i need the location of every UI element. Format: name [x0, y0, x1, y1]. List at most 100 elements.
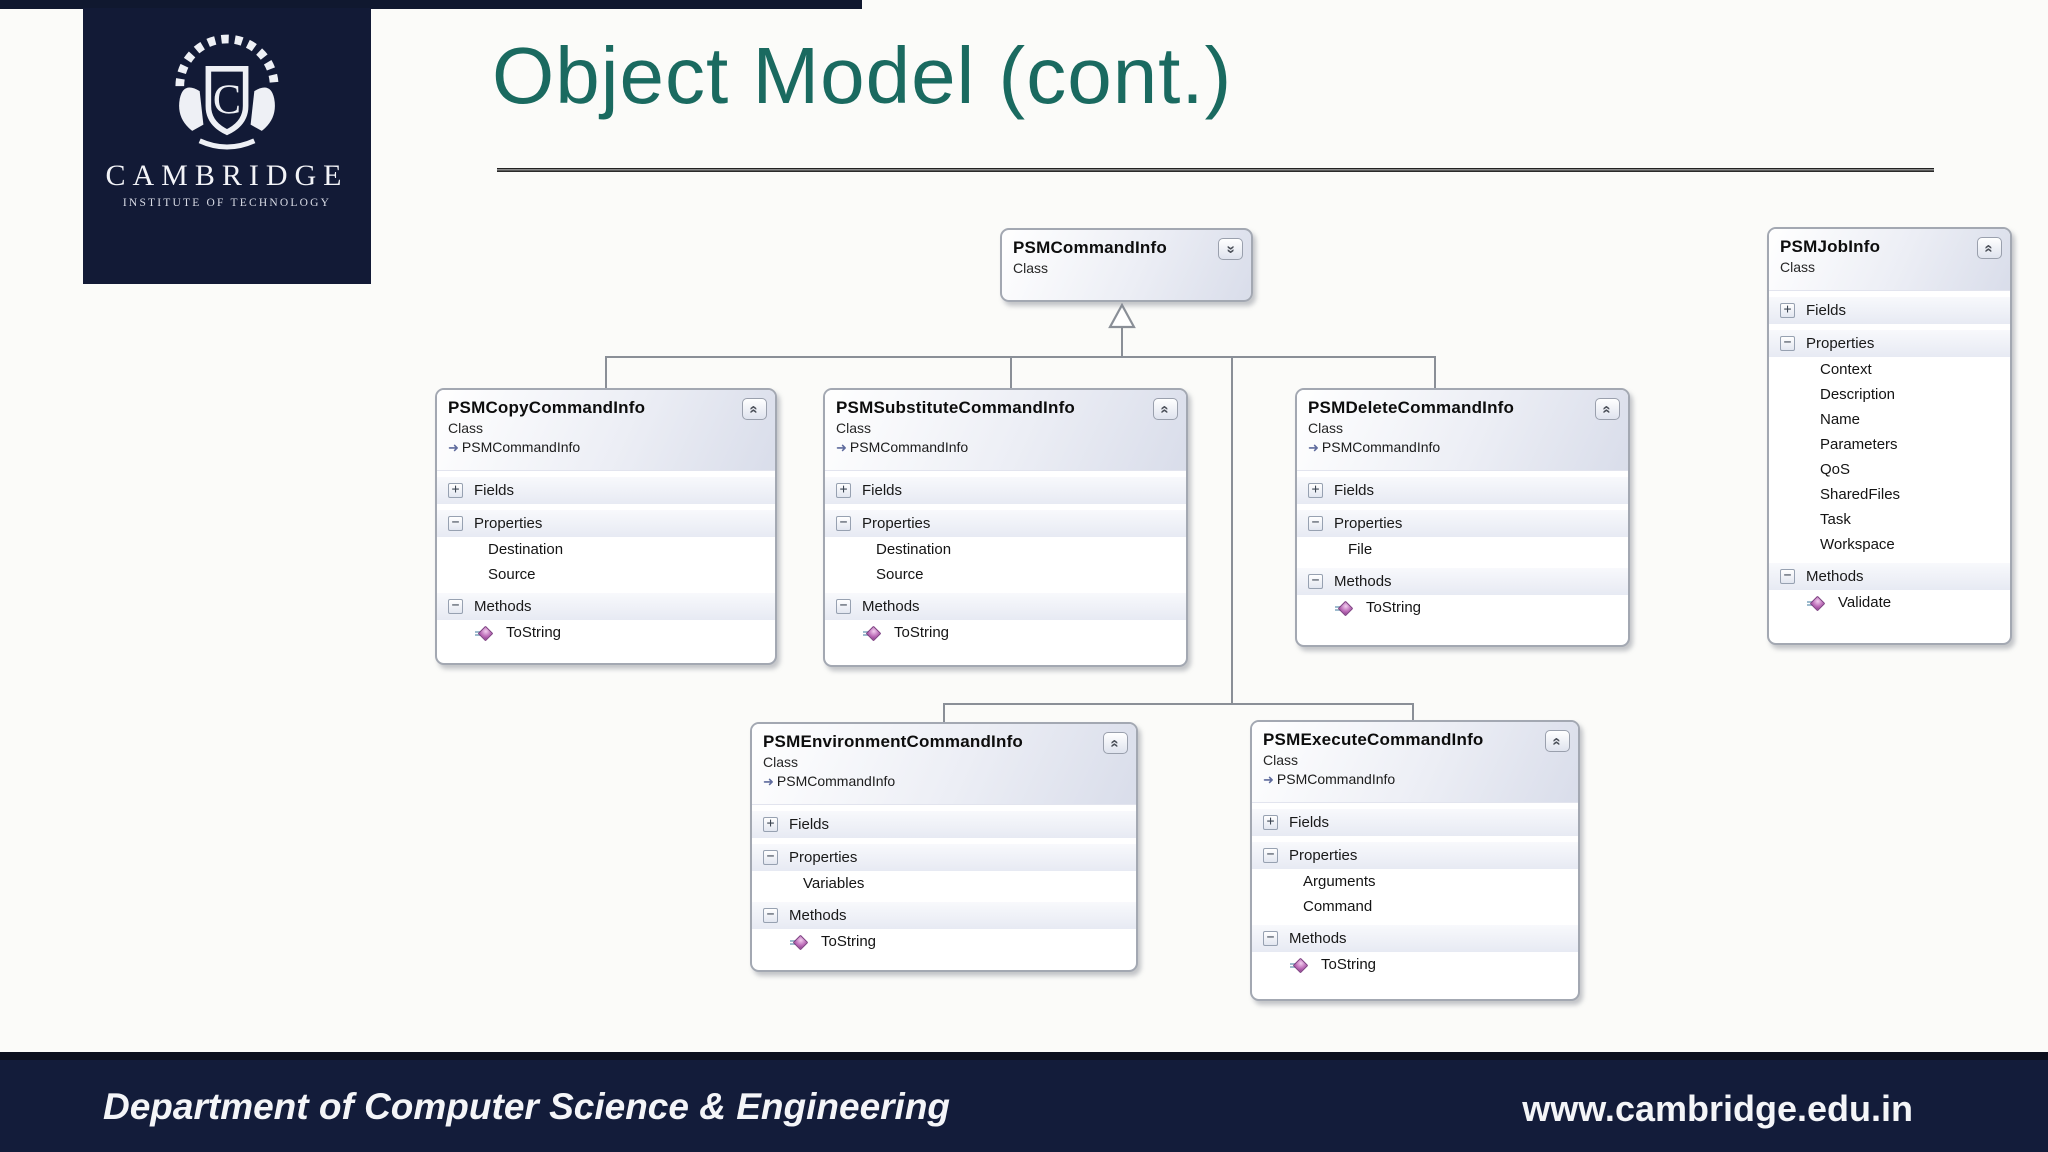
section-row-fields[interactable]: +Fields	[1769, 297, 2010, 324]
collapse-toggle-button[interactable]: «	[1153, 398, 1178, 420]
section-row-methods[interactable]: −Methods	[1297, 568, 1628, 595]
section-expand-icon[interactable]: +	[1308, 483, 1323, 498]
section-collapse-icon[interactable]: −	[1780, 336, 1795, 351]
property-item[interactable]: Command	[1252, 894, 1578, 919]
method-item[interactable]: ToString	[1297, 595, 1628, 620]
section-row-methods[interactable]: −Methods	[437, 593, 775, 620]
class-name: PSMCommandInfo	[1013, 238, 1167, 257]
property-item[interactable]: Task	[1769, 507, 2010, 532]
method-name: ToString	[506, 624, 562, 641]
section-collapse-icon[interactable]: −	[448, 599, 463, 614]
section-collapse-icon[interactable]: −	[836, 599, 851, 614]
collapse-toggle-button[interactable]: «	[1595, 398, 1620, 420]
section-row-methods[interactable]: −Methods	[825, 593, 1186, 620]
section-collapse-icon[interactable]: −	[1308, 574, 1323, 589]
method-item[interactable]: ToString	[1252, 952, 1578, 977]
section-collapse-icon[interactable]: −	[1308, 516, 1323, 531]
property-item[interactable]: QoS	[1769, 457, 2010, 482]
section-expand-icon[interactable]: +	[763, 817, 778, 832]
method-item[interactable]: ToString	[825, 620, 1186, 645]
collapse-toggle-button[interactable]: «	[742, 398, 767, 420]
section-row-fields[interactable]: +Fields	[1252, 809, 1578, 836]
section-label: Methods	[1289, 930, 1347, 947]
property-item[interactable]: Destination	[437, 537, 775, 562]
section-expand-icon[interactable]: +	[836, 483, 851, 498]
collapse-toggle-button[interactable]: «	[1103, 732, 1128, 754]
method-icon	[790, 934, 808, 950]
section-label: Properties	[1289, 847, 1358, 864]
property-name: Destination	[876, 541, 952, 558]
base-type-row: ➜PSMCommandInfo	[1263, 771, 1544, 787]
property-item[interactable]: SharedFiles	[1769, 482, 2010, 507]
property-item[interactable]: File	[1297, 537, 1628, 562]
property-item[interactable]: Name	[1769, 407, 2010, 432]
property-item[interactable]: Context	[1769, 357, 2010, 382]
section-collapse-icon[interactable]: −	[1780, 569, 1795, 584]
section-collapse-icon[interactable]: −	[763, 908, 778, 923]
property-item[interactable]: Workspace	[1769, 532, 2010, 557]
page-title: Object Model (cont.)	[492, 31, 1233, 120]
section-row-properties[interactable]: −Properties	[437, 510, 775, 537]
section-collapse-icon[interactable]: −	[763, 850, 778, 865]
method-item[interactable]: ToString	[752, 929, 1136, 954]
section-row-methods[interactable]: −Methods	[1769, 563, 2010, 590]
property-item[interactable]: Source	[437, 562, 775, 587]
collapse-toggle-button[interactable]: «	[1218, 238, 1243, 260]
method-name: Validate	[1838, 594, 1892, 611]
property-name: Description	[1820, 386, 1896, 403]
section-label: Methods	[474, 598, 532, 615]
property-item[interactable]: Destination	[825, 537, 1186, 562]
section-collapse-icon[interactable]: −	[1263, 931, 1278, 946]
section-collapse-icon[interactable]: −	[836, 516, 851, 531]
section-row-fields[interactable]: +Fields	[1297, 477, 1628, 504]
method-icon	[1807, 595, 1825, 611]
section-row-fields[interactable]: + Fields	[752, 811, 1136, 838]
section-row-properties[interactable]: −Properties	[1297, 510, 1628, 537]
section-row-fields[interactable]: +Fields	[825, 477, 1186, 504]
section-row-properties[interactable]: −Properties	[1252, 842, 1578, 869]
property-item[interactable]: Source	[825, 562, 1186, 587]
property-name: Workspace	[1820, 536, 1895, 553]
property-name: Source	[876, 566, 924, 583]
section-row-properties[interactable]: −Properties	[1769, 330, 2010, 357]
class-name: PSMDeleteCommandInfo	[1308, 398, 1515, 417]
connector-top-bus	[605, 356, 1436, 358]
method-name: ToString	[894, 624, 950, 641]
section-row-properties[interactable]: −Properties	[825, 510, 1186, 537]
section-expand-icon[interactable]: +	[1780, 303, 1795, 318]
property-item[interactable]: Description	[1769, 382, 2010, 407]
collapse-toggle-button[interactable]: «	[1977, 237, 2002, 259]
connector-drop-substitute	[1010, 356, 1012, 390]
section-label: Properties	[474, 515, 543, 532]
footer-bar: Department of Computer Science & Enginee…	[0, 1052, 2048, 1152]
chevron-up-icon: «	[1157, 404, 1174, 414]
section-row-properties[interactable]: −Properties	[752, 844, 1136, 871]
method-item[interactable]: ToString	[437, 620, 775, 645]
property-item[interactable]: Arguments	[1252, 869, 1578, 894]
section-row-methods[interactable]: −Methods	[752, 902, 1136, 929]
section-row-fields[interactable]: + Fields	[437, 477, 775, 504]
section-row-methods[interactable]: −Methods	[1252, 925, 1578, 952]
section-collapse-icon[interactable]: −	[1263, 848, 1278, 863]
section-expand-icon[interactable]: +	[448, 483, 463, 498]
connector-parent-stem	[1121, 326, 1123, 358]
section-collapse-icon[interactable]: −	[448, 516, 463, 531]
collapse-toggle-button[interactable]: «	[1545, 730, 1570, 752]
section-expand-icon[interactable]: +	[1263, 815, 1278, 830]
section-label: Fields	[789, 816, 830, 833]
property-item[interactable]: Variables	[752, 871, 1136, 896]
section-label: Fields	[474, 482, 515, 499]
method-item[interactable]: Validate	[1769, 590, 2010, 615]
property-item[interactable]: Parameters	[1769, 432, 2010, 457]
chevron-up-icon: «	[1599, 404, 1616, 414]
